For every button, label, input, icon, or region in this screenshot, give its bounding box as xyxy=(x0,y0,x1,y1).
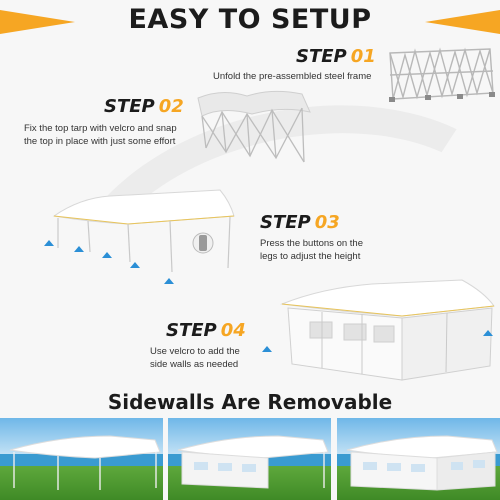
photo-tent-full-walls xyxy=(337,418,500,500)
step-03-desc-line-1: Press the buttons on the xyxy=(260,238,363,249)
step-03-number: 03 xyxy=(314,212,340,233)
step-04-desc-line-1: Use velcro to add the xyxy=(150,346,240,357)
step-01-number: 01 xyxy=(350,46,376,67)
page-title: EASY TO SETUP xyxy=(128,4,372,35)
step-02-desc-line-1: Fix the top tarp with velcro and snap xyxy=(24,123,177,134)
step-02-number: 02 xyxy=(158,96,184,117)
tent-with-sidewalls-image xyxy=(262,279,495,381)
step-03-label: STEP xyxy=(260,212,311,233)
step-01-desc-line: Unfold the pre-assembled steel frame xyxy=(213,71,372,82)
step-01-label: STEP xyxy=(296,46,347,67)
photo-tent-no-walls xyxy=(0,418,163,500)
step-01-description: Unfold the pre-assembled steel frame xyxy=(213,70,371,83)
step-03-desc-line-2: legs to adjust the height xyxy=(260,251,361,262)
step-02-description: Fix the top tarp with velcro and snap th… xyxy=(24,122,177,148)
photo-tent-partial-walls xyxy=(168,418,331,500)
step-04-number: 04 xyxy=(220,320,246,341)
step-02-label: STEP xyxy=(104,96,155,117)
frame-with-top-image xyxy=(197,90,311,163)
tent-canopy-image xyxy=(44,189,235,284)
step-02-desc-line-2: the top in place with just some effort xyxy=(24,136,176,147)
step-03-description: Press the buttons on the legs to adjust … xyxy=(260,237,363,263)
right-chevron-decoration xyxy=(425,10,500,34)
step-04-desc-line-2: side walls as needed xyxy=(150,359,239,370)
sidewalls-title: Sidewalls Are Removable xyxy=(107,390,393,414)
step-04-description: Use velcro to add the side walls as need… xyxy=(150,345,240,371)
folded-frame-image xyxy=(389,47,495,102)
step-04-label: STEP xyxy=(166,320,217,341)
left-chevron-decoration xyxy=(0,10,75,34)
